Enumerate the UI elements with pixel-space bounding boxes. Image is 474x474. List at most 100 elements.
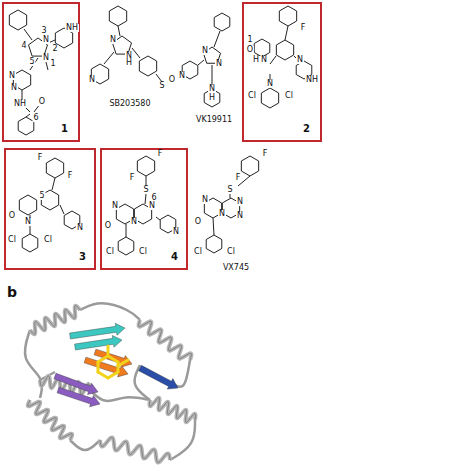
bond bbox=[104, 52, 114, 64]
atom-label: F bbox=[235, 174, 242, 182]
atom-label: 1 bbox=[49, 60, 56, 68]
coil bbox=[175, 360, 190, 387]
atom-label: Cl bbox=[43, 236, 53, 244]
atom-label: Cl bbox=[105, 248, 115, 256]
helix-edge bbox=[139, 320, 192, 360]
helix bbox=[30, 306, 80, 335]
ligand bbox=[107, 346, 110, 356]
atom-label: N bbox=[109, 36, 117, 44]
ring bbox=[254, 39, 270, 57]
ligand bbox=[118, 360, 128, 366]
ring bbox=[18, 117, 34, 135]
bond bbox=[213, 218, 214, 235]
compound-number: 4 bbox=[170, 252, 179, 262]
ligand bbox=[108, 372, 118, 378]
atom-label: Cl bbox=[226, 248, 236, 256]
compound-number: 1 bbox=[60, 124, 69, 134]
ring bbox=[279, 6, 296, 26]
ring bbox=[139, 56, 156, 76]
helix bbox=[28, 400, 73, 440]
coil bbox=[70, 440, 100, 450]
bond bbox=[52, 178, 55, 190]
atom-label: N bbox=[10, 84, 18, 92]
ring bbox=[46, 158, 63, 178]
atom-label: F bbox=[300, 24, 307, 32]
beta-sheet bbox=[57, 387, 100, 407]
atom-label: N bbox=[148, 202, 156, 210]
compound-box: 3 bbox=[4, 148, 96, 270]
compound-number: 2 bbox=[302, 124, 311, 134]
atom-label: N bbox=[111, 202, 119, 210]
atom-label: N bbox=[42, 36, 50, 44]
atom-label: O bbox=[168, 76, 176, 84]
atom-label: 5 bbox=[38, 192, 45, 200]
atom-label: O bbox=[38, 98, 46, 106]
ring bbox=[22, 234, 38, 252]
atom-label: 3 bbox=[40, 27, 47, 35]
bond bbox=[118, 26, 120, 36]
bonds bbox=[22, 26, 300, 237]
ligand bbox=[97, 362, 100, 372]
atom-label: 1 bbox=[246, 36, 253, 44]
atom-label: H bbox=[125, 59, 133, 67]
ring bbox=[261, 88, 278, 108]
bond bbox=[145, 194, 146, 204]
coil bbox=[170, 420, 195, 460]
atom-label: O bbox=[104, 222, 112, 230]
atom-label: O bbox=[8, 212, 16, 220]
atom-label: N bbox=[201, 196, 209, 204]
ligand bbox=[98, 356, 108, 362]
atom-label: N bbox=[236, 198, 244, 206]
helix-edge bbox=[30, 306, 80, 335]
atom-label: N bbox=[76, 224, 84, 232]
atom-label: N bbox=[172, 228, 180, 236]
ring bbox=[276, 40, 293, 60]
bond bbox=[60, 205, 64, 214]
atom-label: N bbox=[296, 56, 304, 64]
helix bbox=[139, 320, 192, 360]
ring bbox=[109, 6, 126, 26]
ring bbox=[206, 235, 222, 253]
bond bbox=[214, 31, 220, 47]
atom-label: F bbox=[37, 154, 44, 162]
ring bbox=[19, 195, 36, 215]
bond bbox=[132, 48, 140, 58]
atom-label: Cl bbox=[7, 236, 17, 244]
atom-label: O bbox=[246, 46, 254, 54]
atom-label: S bbox=[158, 82, 165, 90]
atom-label: N bbox=[266, 80, 274, 88]
ring bbox=[241, 156, 258, 176]
atom-label: 2 bbox=[51, 45, 58, 53]
atom-label: N bbox=[215, 60, 223, 68]
coil bbox=[80, 303, 140, 320]
bond bbox=[230, 194, 231, 198]
bond bbox=[146, 176, 147, 186]
atom-label: N bbox=[130, 218, 138, 226]
atom-label: N bbox=[260, 56, 268, 64]
beta-sheet bbox=[75, 335, 122, 350]
bond bbox=[24, 29, 32, 40]
atom-label: N bbox=[236, 212, 244, 220]
atom-label: NH bbox=[13, 100, 27, 108]
protein-ribbon bbox=[25, 303, 196, 462]
helix-edge bbox=[100, 437, 170, 462]
atom-label: N bbox=[201, 47, 209, 55]
coil bbox=[90, 390, 150, 401]
atom-label: N bbox=[88, 76, 96, 84]
atom-label: H bbox=[208, 94, 216, 102]
atom-label: Cl bbox=[193, 248, 203, 256]
atom-label: F bbox=[67, 172, 74, 180]
compound-name: VX745 bbox=[222, 264, 250, 272]
atom-label: Cl bbox=[247, 92, 257, 100]
ring bbox=[214, 13, 230, 31]
ring bbox=[137, 156, 154, 176]
ring-bonds bbox=[9, 6, 311, 255]
atom-label: 4 bbox=[20, 42, 27, 50]
atom-label: N bbox=[208, 85, 216, 93]
beta-sheet bbox=[139, 365, 178, 389]
atom-label: N bbox=[178, 72, 186, 80]
bond bbox=[285, 26, 288, 40]
atom-label: 6 bbox=[32, 114, 39, 122]
atom-label: NH bbox=[305, 76, 319, 84]
